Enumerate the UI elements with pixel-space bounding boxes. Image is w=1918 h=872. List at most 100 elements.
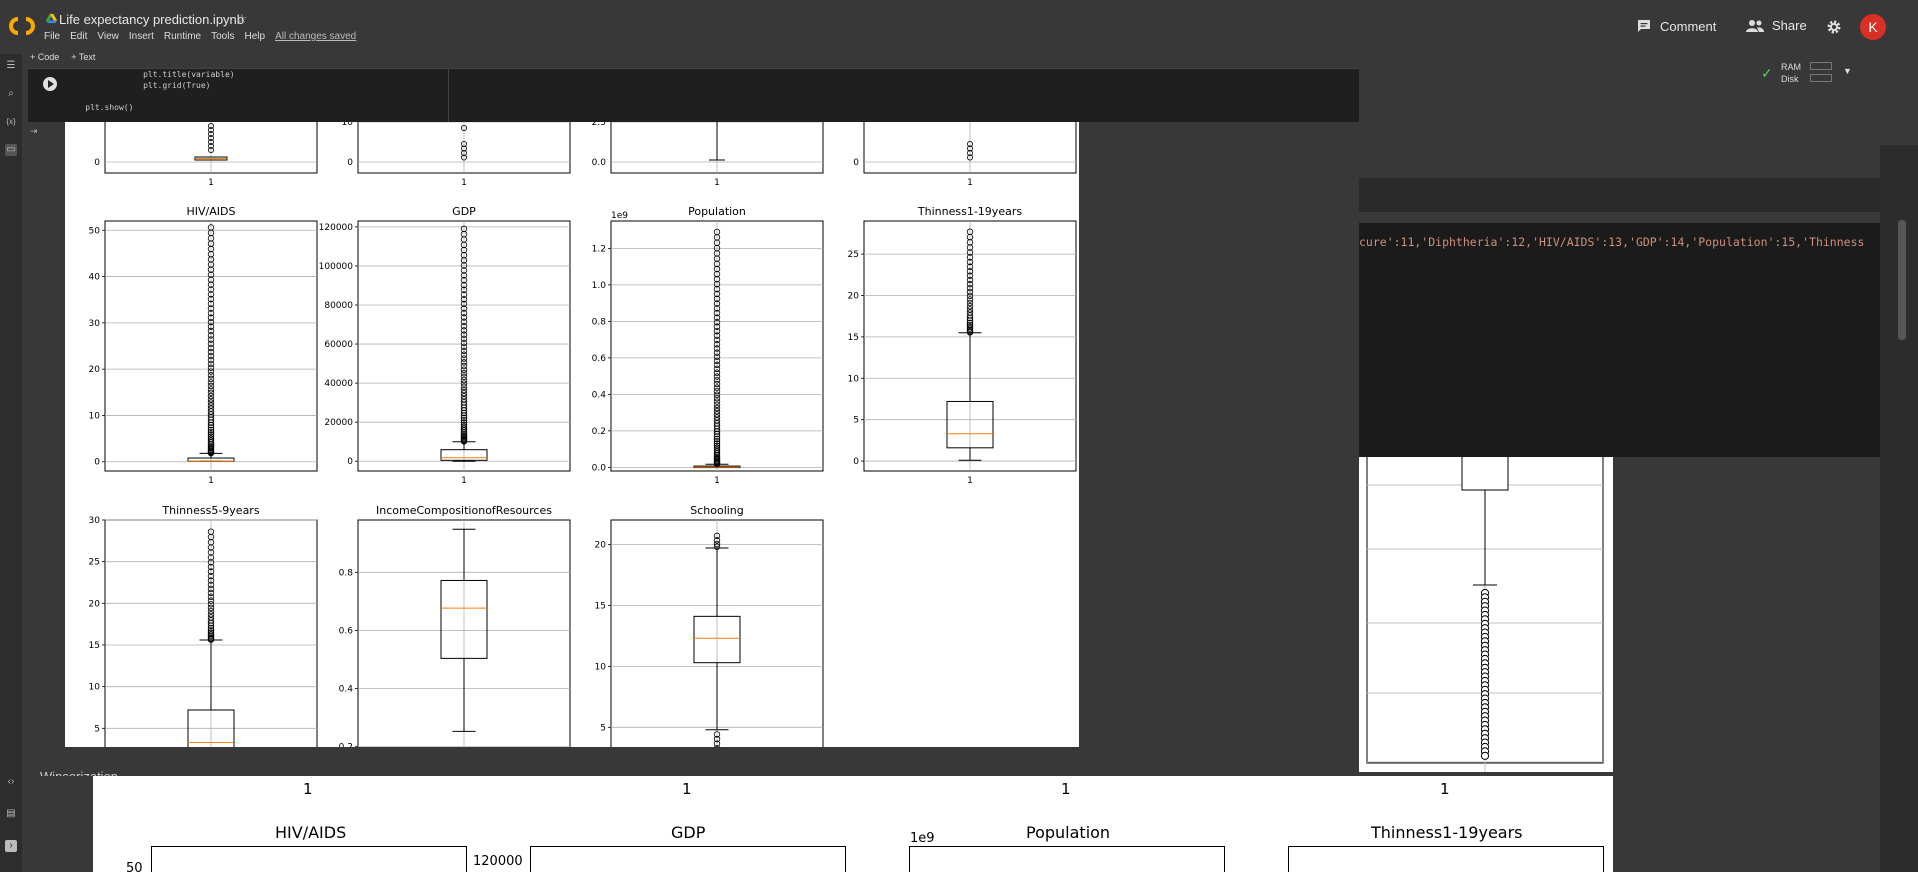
y-tick-label: 1.2 [592, 244, 606, 254]
y-tick-label: 120000 [319, 223, 354, 233]
outlier-marker [966, 306, 974, 313]
code-snippets-icon[interactable]: ‹› [7, 776, 15, 787]
toc-icon[interactable]: ☰ [6, 60, 16, 71]
outlier-marker [207, 563, 215, 571]
outlier-marker [713, 440, 721, 447]
y-tick-label: 60000 [324, 340, 353, 350]
y-tick-label: 0.2 [339, 743, 353, 747]
outlier-marker [207, 127, 214, 133]
save-status[interactable]: All changes saved [275, 31, 357, 42]
outlier-marker [460, 339, 468, 347]
code-editor[interactable]: plt.title(variable) plt.grid(True) plt.s… [66, 70, 235, 112]
output-icon[interactable]: ⇥ [30, 126, 38, 136]
command-palette-icon[interactable]: ▤ [6, 808, 16, 819]
y-tick-label: 40000 [324, 379, 353, 389]
outlier-marker [207, 372, 215, 379]
boxplot-partial-3: 10 [853, 122, 1077, 188]
y-tick-label: 25 [89, 558, 100, 568]
outlier-marker [460, 423, 468, 430]
outlier-marker [460, 318, 468, 326]
outlier-marker [713, 357, 721, 365]
outlier-marker [966, 244, 974, 251]
outlier-marker [460, 322, 468, 330]
gear-icon[interactable] [1826, 19, 1842, 35]
left-sidebar-bottom: ‹› ▤ › [0, 770, 22, 872]
terminal-icon[interactable]: › [5, 840, 17, 852]
plot-title: Population [688, 205, 746, 218]
outlier-marker [460, 281, 468, 289]
outlier-marker [460, 425, 468, 432]
y-tick-label: 10 [848, 374, 860, 384]
scrollbar[interactable] [1898, 220, 1906, 340]
run-cell-button[interactable] [43, 77, 57, 91]
outlier-marker [207, 309, 215, 317]
add-text-button[interactable]: + Text [71, 52, 96, 62]
outlier-marker [713, 408, 721, 415]
star-icon[interactable]: ☆ [236, 11, 248, 26]
y-tick-label: 10 [89, 411, 101, 421]
outlier-marker [460, 327, 468, 334]
runtime-status[interactable]: ✓ RAM Disk ▼ [1761, 62, 1852, 84]
outlier-marker [207, 549, 215, 556]
code-cell[interactable]: plt.title(variable) plt.grid(True) plt.s… [28, 68, 1359, 123]
variables-icon[interactable]: {x} [6, 117, 16, 126]
y-tick-label: 20000 [324, 418, 353, 428]
menu-help[interactable]: Help [244, 31, 266, 42]
avatar[interactable]: K [1860, 14, 1886, 40]
menu-file[interactable]: File [44, 31, 61, 42]
outlier-marker [966, 228, 974, 235]
y-tick-label: 10 [89, 683, 101, 693]
outlier-marker [207, 627, 215, 634]
add-code-button[interactable]: + Code [30, 52, 60, 62]
outlier-marker [207, 356, 215, 364]
ghost-ytick: 120000 [473, 854, 523, 869]
outlier-marker [460, 389, 468, 397]
outlier-marker [207, 568, 215, 575]
colab-logo-icon[interactable] [8, 15, 36, 37]
outlier-marker [713, 345, 721, 352]
notebook-title[interactable]: Life expectancy prediction.ipynb [59, 12, 245, 27]
chevron-down-icon[interactable]: ▼ [1843, 66, 1852, 76]
menu-edit[interactable]: Edit [70, 31, 88, 42]
outlier-marker [460, 314, 468, 321]
y-tick-label: 10 [595, 662, 607, 672]
outlier-marker [207, 281, 215, 288]
outlier-marker [713, 300, 721, 307]
box [440, 579, 488, 659]
menu-runtime[interactable]: Runtime [163, 31, 202, 42]
outlier-marker [966, 303, 974, 310]
outlier-marker [207, 429, 215, 436]
comment-button[interactable]: Comment [1636, 18, 1716, 34]
outlier-marker [460, 262, 468, 269]
search-icon[interactable]: ⌕ [8, 88, 14, 99]
y-tick-label: 0 [94, 458, 100, 468]
outlier-marker [207, 431, 215, 438]
outlier-marker [713, 414, 721, 421]
check-icon: ✓ [1761, 65, 1773, 81]
menu-view[interactable]: View [97, 31, 119, 42]
y-tick-label: 15 [89, 641, 100, 651]
y-tick-label: 0.4 [339, 685, 354, 695]
x-tick-label: 1 [714, 178, 720, 188]
outlier-marker [713, 373, 721, 380]
outlier-marker [713, 398, 721, 405]
outlier-marker [460, 366, 468, 373]
x-tick-label: 1 [714, 476, 720, 486]
outlier-marker [1480, 751, 1490, 760]
share-button[interactable]: Share [1746, 18, 1807, 33]
files-icon[interactable]: ▭ [5, 144, 17, 156]
outlier-marker [207, 593, 215, 601]
menu-bar: File Edit View Insert Runtime Tools Help… [44, 31, 356, 45]
outlier-marker [207, 375, 215, 383]
outlier-marker [966, 296, 974, 303]
menu-tools[interactable]: Tools [211, 31, 235, 42]
menu-insert[interactable]: Insert [128, 31, 154, 42]
outlier-marker [714, 745, 720, 747]
box [440, 449, 488, 461]
outlier-marker [207, 544, 215, 551]
outlier-marker [713, 433, 721, 440]
outlier-marker [966, 321, 974, 329]
outlier-marker [460, 373, 468, 380]
